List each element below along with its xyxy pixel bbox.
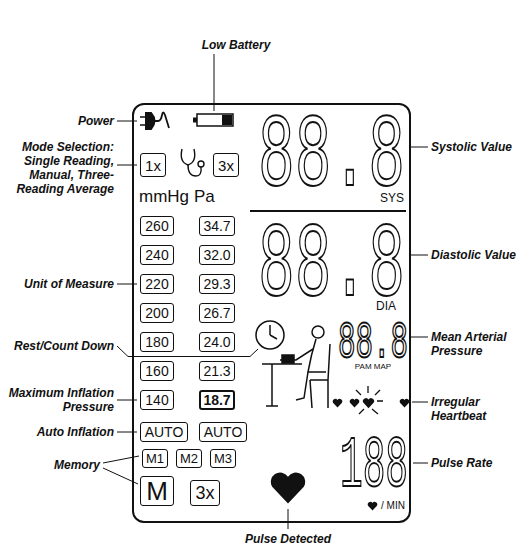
lcd-label: mmHg [139,188,189,205]
callout-label: Diastolic Value [431,248,523,262]
segment-box: 240 [140,245,174,265]
callout-label: Unit of Measure [24,277,114,291]
segment-box: 3x [190,480,220,506]
segment-box: 200 [140,303,174,323]
segment-digits: 188 [340,432,408,503]
box-label: 3x [218,158,234,173]
irregular-heartbeat-icon [333,386,409,414]
box-label: 200 [145,306,168,320]
leader-line [117,400,137,401]
box-label: 18.7 [203,393,230,407]
segment-box: AUTO [199,422,247,442]
segment-box: 160 [140,361,174,381]
leader-line [412,402,428,403]
segment-box: 32.0 [199,245,234,265]
segment-box: AUTO [140,422,188,442]
box-label: 32.0 [203,248,230,262]
stethoscope-icon [181,149,204,176]
segment-box: M3 [210,449,236,468]
callout-label: Irregular Heartbeat [431,395,519,423]
box-label: 1x [145,158,161,173]
segment-box: 220 [140,274,174,294]
battery-icon [193,114,233,126]
box-label: 26.7 [203,306,230,320]
rest-illustration [256,321,330,408]
callout-label: Maximum Inflation Pressure [0,386,114,414]
callout-label: Low Battery [202,38,271,52]
leader-line [117,432,137,433]
segment-box: 140 [140,390,174,410]
leader-line [411,147,428,148]
segment-box: 34.7 [199,216,234,236]
segment-box: 3x [213,153,239,177]
box-label: 34.7 [203,219,230,233]
callout-label: Memory [54,458,100,472]
box-label: 180 [145,335,168,349]
callout-label: Systolic Value [431,140,523,154]
pulse-heart [271,473,305,504]
box-label: 240 [145,248,168,262]
segment-box: 26.7 [199,303,234,323]
leader-line [117,165,137,166]
segment-box: M1 [142,449,168,468]
box-label: M [146,478,168,504]
box-label: M2 [180,452,198,465]
lcd-label: PAM MAP [355,363,391,371]
callout-label: Rest/Count Down [14,339,114,353]
box-label: M3 [214,452,232,465]
lcd-frame: 1x 3x 260 34.7 240 32.0 220 29.3 200 26.7 180 24.0 1… [132,103,411,523]
callout-label: Auto Inflation [37,425,114,439]
lcd-label: DIA [376,300,396,312]
leader-line [117,284,137,285]
leader-lines [103,54,428,529]
box-label: AUTO [145,425,184,439]
segment-box: 21.3 [199,361,234,381]
lcd-label: / MIN [381,501,405,511]
box-label: 220 [145,277,168,291]
lcd-label: Pa [194,188,215,205]
callout-label: Mode Selection: Single Reading, Manual, … [4,140,114,196]
segment-box: 18.7 [199,390,234,410]
leader-line [288,509,289,529]
callout-label: Pulse Detected [245,532,331,546]
leader-line [117,346,258,357]
segment-box: M2 [176,449,202,468]
segment-box: 24.0 [199,332,234,352]
leader-line [411,255,428,256]
lcd-label: SYS [380,192,404,204]
callout-label: Power [78,114,114,128]
divider-line [250,210,406,212]
box-label: M1 [146,452,164,465]
segment-box: M [140,476,174,506]
box-label: 29.3 [203,277,230,291]
callout-label: Pulse Rate [431,456,523,470]
leader-line [413,463,428,464]
callout-label: Mean Arterial Pressure [431,330,519,358]
box-label: 140 [145,393,168,407]
segment-box: 1x [140,153,166,177]
box-label: 260 [145,219,168,233]
box-label: 24.0 [203,335,230,349]
segment-box: 180 [140,332,174,352]
box-label: 3x [195,484,214,502]
segment-box: 29.3 [199,274,234,294]
leader-line [117,121,137,122]
segment-box: 260 [140,216,174,236]
box-label: 160 [145,364,168,378]
power-icon [140,113,169,130]
leader-line [411,337,428,338]
box-label: AUTO [204,425,243,439]
box-label: 21.3 [203,364,230,378]
